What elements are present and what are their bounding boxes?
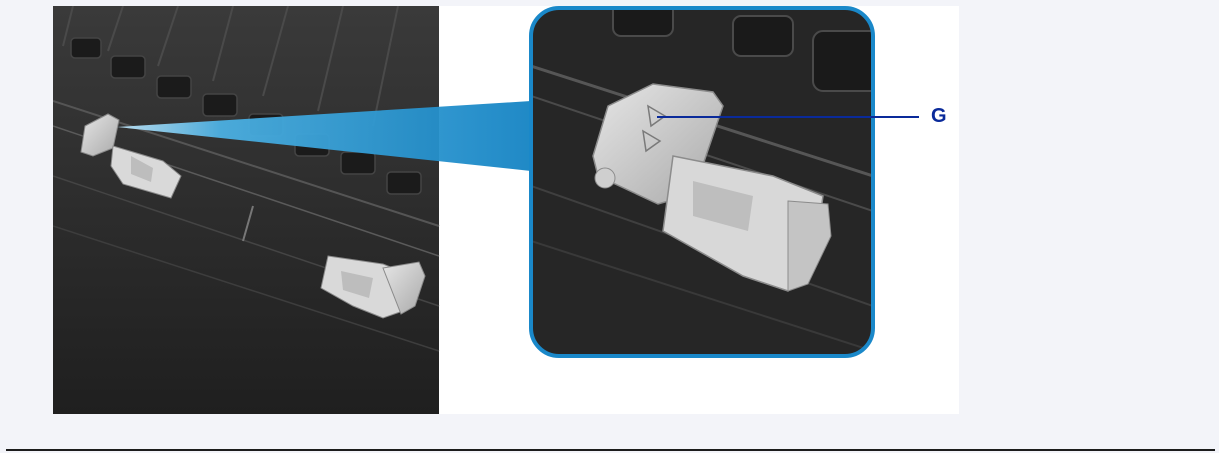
callout-label-g: G <box>931 105 947 127</box>
paper-guide-illustration <box>53 6 919 414</box>
printer-illustration-figure: G <box>53 6 959 414</box>
zoom-beam <box>117 101 531 171</box>
left-paper-guide <box>80 113 182 199</box>
section-divider <box>6 449 1215 451</box>
zoom-inset <box>529 6 875 358</box>
right-paper-guide <box>320 255 426 319</box>
printer-overview <box>53 6 440 414</box>
